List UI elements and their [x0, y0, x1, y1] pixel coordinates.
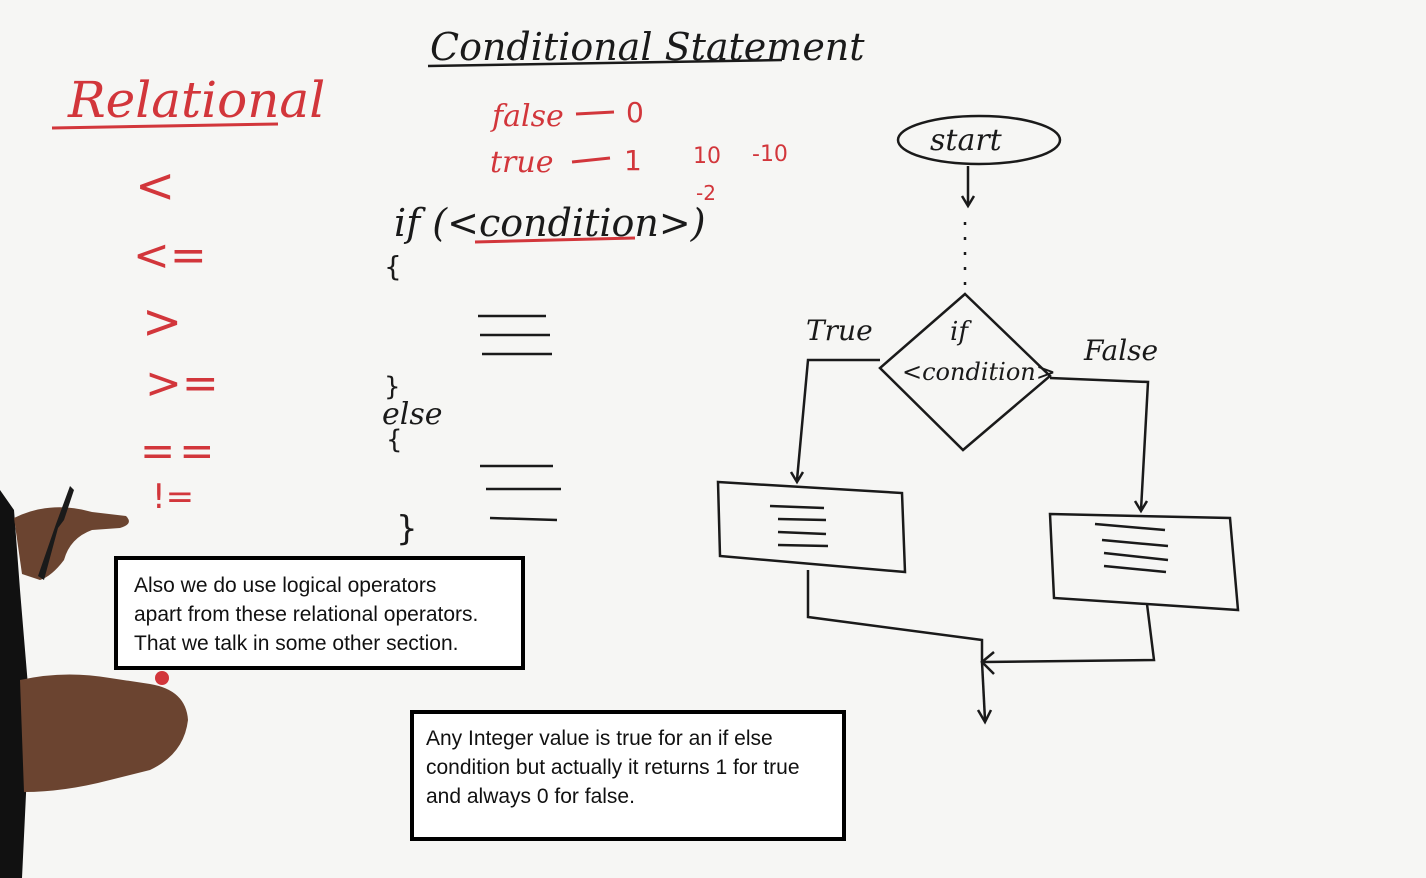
presenter-hand: [0, 486, 188, 878]
true-box-lines: [769, 504, 829, 548]
operator-ge: >=: [145, 358, 219, 409]
conditional-underline: [427, 58, 783, 68]
merge-line-right: [983, 603, 1156, 664]
true-value: 1: [624, 144, 642, 177]
code-close-brace: }: [384, 372, 401, 402]
false-process-box: [1048, 512, 1240, 612]
caption-line: That we talk in some other section.: [134, 632, 459, 655]
caption-line: apart from these relational operators.: [134, 603, 479, 626]
merge-line-left: [806, 570, 984, 662]
decision-if: if: [950, 317, 972, 347]
false-label: false: [490, 99, 564, 134]
number-minus-10: -10: [752, 142, 788, 167]
condition-underline: [474, 236, 636, 244]
caption-line: Any Integer value is true for an if else: [426, 727, 773, 750]
caption-logical-operators: Also we do use logical operators apart f…: [114, 556, 525, 670]
start-label: start: [930, 123, 1003, 158]
relational-title: Relational: [67, 71, 325, 129]
number-10: 10: [693, 144, 721, 169]
decision-condition: <condition>: [902, 358, 1056, 386]
false-arrowhead: [1133, 500, 1149, 514]
operator-le: <=: [133, 230, 207, 281]
false-box-lines: [1094, 522, 1169, 574]
operator-lt: <: [135, 158, 175, 214]
relational-underline: [51, 122, 279, 130]
operator-ne: !=: [152, 477, 194, 517]
code-open-brace-else: {: [386, 425, 403, 455]
number-minus-2: -2: [696, 181, 716, 205]
true-process-box: [716, 480, 907, 574]
exit-arrowhead: [976, 709, 993, 725]
caption-line: condition but actually it returns 1 for …: [426, 756, 800, 779]
code-close-brace-else: }: [396, 509, 418, 549]
code-open-brace: {: [384, 250, 402, 283]
operator-eq: ==: [140, 426, 218, 475]
true-branch-label: True: [806, 314, 873, 347]
operator-gt: >: [142, 294, 182, 350]
true-label: true: [490, 145, 553, 180]
start-node: [896, 114, 1062, 166]
false-branch-label: False: [1083, 334, 1158, 367]
true-arrowhead: [789, 471, 805, 485]
else-body-lines: [480, 464, 561, 522]
code-if-line: if (<condition>): [394, 201, 706, 245]
caption-line: Also we do use logical operators: [134, 574, 437, 597]
false-dash: [575, 110, 615, 116]
start-arrowhead: [960, 195, 976, 209]
caption-line: and always 0 for false.: [426, 785, 635, 808]
caption-integer-truth: Any Integer value is true for an if else…: [410, 710, 846, 841]
if-body-lines: [478, 314, 552, 356]
decision-diamond: [878, 292, 1052, 452]
true-dash: [571, 156, 611, 164]
false-branch-line: [1049, 376, 1150, 511]
exit-line: [980, 661, 987, 721]
code-else: else: [382, 397, 443, 432]
false-value: 0: [626, 96, 644, 129]
true-branch-line: [795, 358, 880, 481]
